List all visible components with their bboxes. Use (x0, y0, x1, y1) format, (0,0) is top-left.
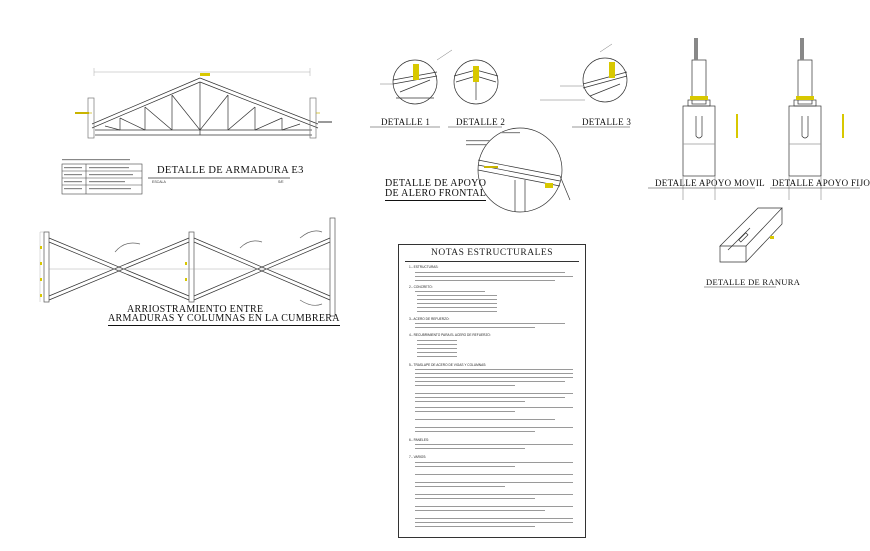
title-detalle-3: DETALLE 3 (582, 117, 632, 127)
dimension-label-yellow (200, 73, 210, 76)
bracing-drawing (39, 217, 336, 317)
alero-frontal-drawing (477, 127, 571, 213)
title-apoyo-fijo: DETALLE APOYO FIJO (772, 178, 870, 188)
notas-section-2: 2.- CONCRETO: (409, 285, 433, 289)
support-label-right (318, 121, 332, 123)
detalle-3-drawing (582, 57, 628, 103)
notas-estructurales-panel: NOTAS ESTRUCTURALES 1.- ESTRUCTURAS: 2.-… (398, 244, 586, 538)
truss-member-table (61, 163, 143, 195)
notas-section-1: 1.- ESTRUCTURAS: (409, 265, 439, 269)
notas-divider (405, 261, 579, 262)
title-arriostramiento-line2: ARMADURAS Y COLUMNAS EN LA CUMBRERA (108, 313, 340, 326)
title-detalle-armadura: DETALLE DE ARMADURA E3 (157, 165, 304, 176)
title-apoyo-movil: DETALLE APOYO MOVIL (655, 178, 765, 188)
escala-label: ESCALA (152, 180, 166, 184)
notas-section-5: 5.- TRASLAPE DE ACERO DE VIGAS Y COLUMNA… (409, 363, 487, 367)
truss-e3-drawing (87, 68, 320, 139)
support-label-left (75, 112, 89, 114)
notas-title: NOTAS ESTRUCTURALES (431, 248, 553, 258)
title-alero-line2: DE ALERO FRONTAL (385, 188, 487, 201)
title-detalle-2: DETALLE 2 (456, 117, 506, 127)
notas-section-7: 7.- VARIOS: (409, 455, 427, 459)
title-ranura: DETALLE DE RANURA (706, 277, 801, 287)
notas-section-3: 3.- ACERO DE REFUERZO: (409, 317, 450, 321)
escala-value: S/E (278, 180, 284, 184)
title-arriostramiento-line1: ARRIOSTRAMIENTO ENTRE (127, 304, 264, 315)
title-detalle-1: DETALLE 1 (381, 117, 431, 127)
notas-section-6: 6.- PANELES: (409, 438, 429, 442)
title-alero-line1: DETALLE DE APOYO (385, 178, 487, 189)
notas-section-4: 4.- RECUBRIMIENTO PARA EL ACERO DE REFUE… (409, 333, 491, 337)
ranura-drawing (719, 207, 783, 263)
